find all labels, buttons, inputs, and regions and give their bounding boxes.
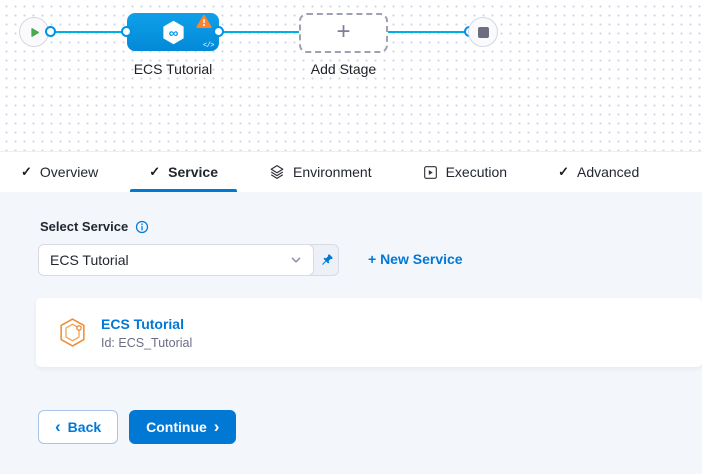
check-icon: ✓	[21, 164, 32, 179]
stage-node-ecs-tutorial[interactable]: ∞ </>	[127, 13, 219, 51]
node-port	[45, 26, 56, 37]
code-icon: </>	[202, 42, 215, 50]
service-card-id: Id: ECS_Tutorial	[101, 335, 193, 350]
warning-icon	[196, 15, 212, 28]
harness-deploy-stage-icon: ∞	[162, 20, 184, 44]
stage-label: ECS Tutorial	[133, 61, 213, 77]
tab-advanced[interactable]: ✓ Advanced	[558, 164, 640, 180]
service-select-row: ECS Tutorial	[38, 244, 339, 276]
stage-config-tabs: ✓ Overview ✓ Service Environment Executi…	[0, 151, 702, 192]
add-stage-button[interactable]: +	[299, 13, 388, 53]
chevron-right-icon: ›	[213, 416, 220, 436]
tab-execution[interactable]: Execution	[404, 152, 526, 192]
info-icon[interactable]	[135, 220, 149, 234]
service-select-dropdown[interactable]: ECS Tutorial	[38, 244, 314, 276]
node-port	[121, 26, 132, 37]
footer-actions: ‹ Back Continue ›	[38, 410, 237, 444]
svg-text:∞: ∞	[168, 25, 178, 40]
pipeline-end-node	[468, 17, 498, 47]
execution-play-icon	[423, 165, 437, 179]
check-icon: ✓	[558, 164, 569, 179]
pin-icon	[321, 253, 333, 265]
tab-overview[interactable]: ✓ Overview	[21, 164, 99, 180]
environment-layers-icon	[270, 165, 284, 179]
play-icon	[30, 27, 39, 37]
stop-icon	[477, 26, 489, 38]
pipeline-start-node	[19, 17, 49, 47]
selected-service-value: ECS Tutorial	[50, 252, 129, 268]
add-stage-label: Add Stage	[310, 61, 377, 77]
check-icon: ✓	[149, 164, 161, 179]
back-button[interactable]: ‹ Back	[38, 410, 119, 444]
service-tab-panel: Select Service ECS Tutorial + N	[0, 192, 702, 474]
tab-environment[interactable]: Environment	[250, 152, 391, 192]
chevron-left-icon: ‹	[55, 416, 61, 436]
select-service-label: Select Service	[40, 219, 149, 234]
continue-button[interactable]: Continue ›	[129, 410, 237, 444]
node-port	[213, 26, 224, 37]
connector-line	[48, 31, 472, 33]
chevron-down-icon	[291, 257, 301, 263]
pipeline-canvas[interactable]: ∞ </> ECS Tutorial + Add Stage	[0, 0, 702, 151]
service-hexagon-icon	[60, 318, 85, 347]
tab-service[interactable]: ✓ Service	[130, 152, 237, 192]
service-card[interactable]: ECS Tutorial Id: ECS_Tutorial	[36, 298, 702, 367]
plus-icon: +	[336, 17, 351, 45]
service-card-title[interactable]: ECS Tutorial	[101, 315, 184, 332]
new-service-link[interactable]: + New Service	[368, 251, 463, 267]
